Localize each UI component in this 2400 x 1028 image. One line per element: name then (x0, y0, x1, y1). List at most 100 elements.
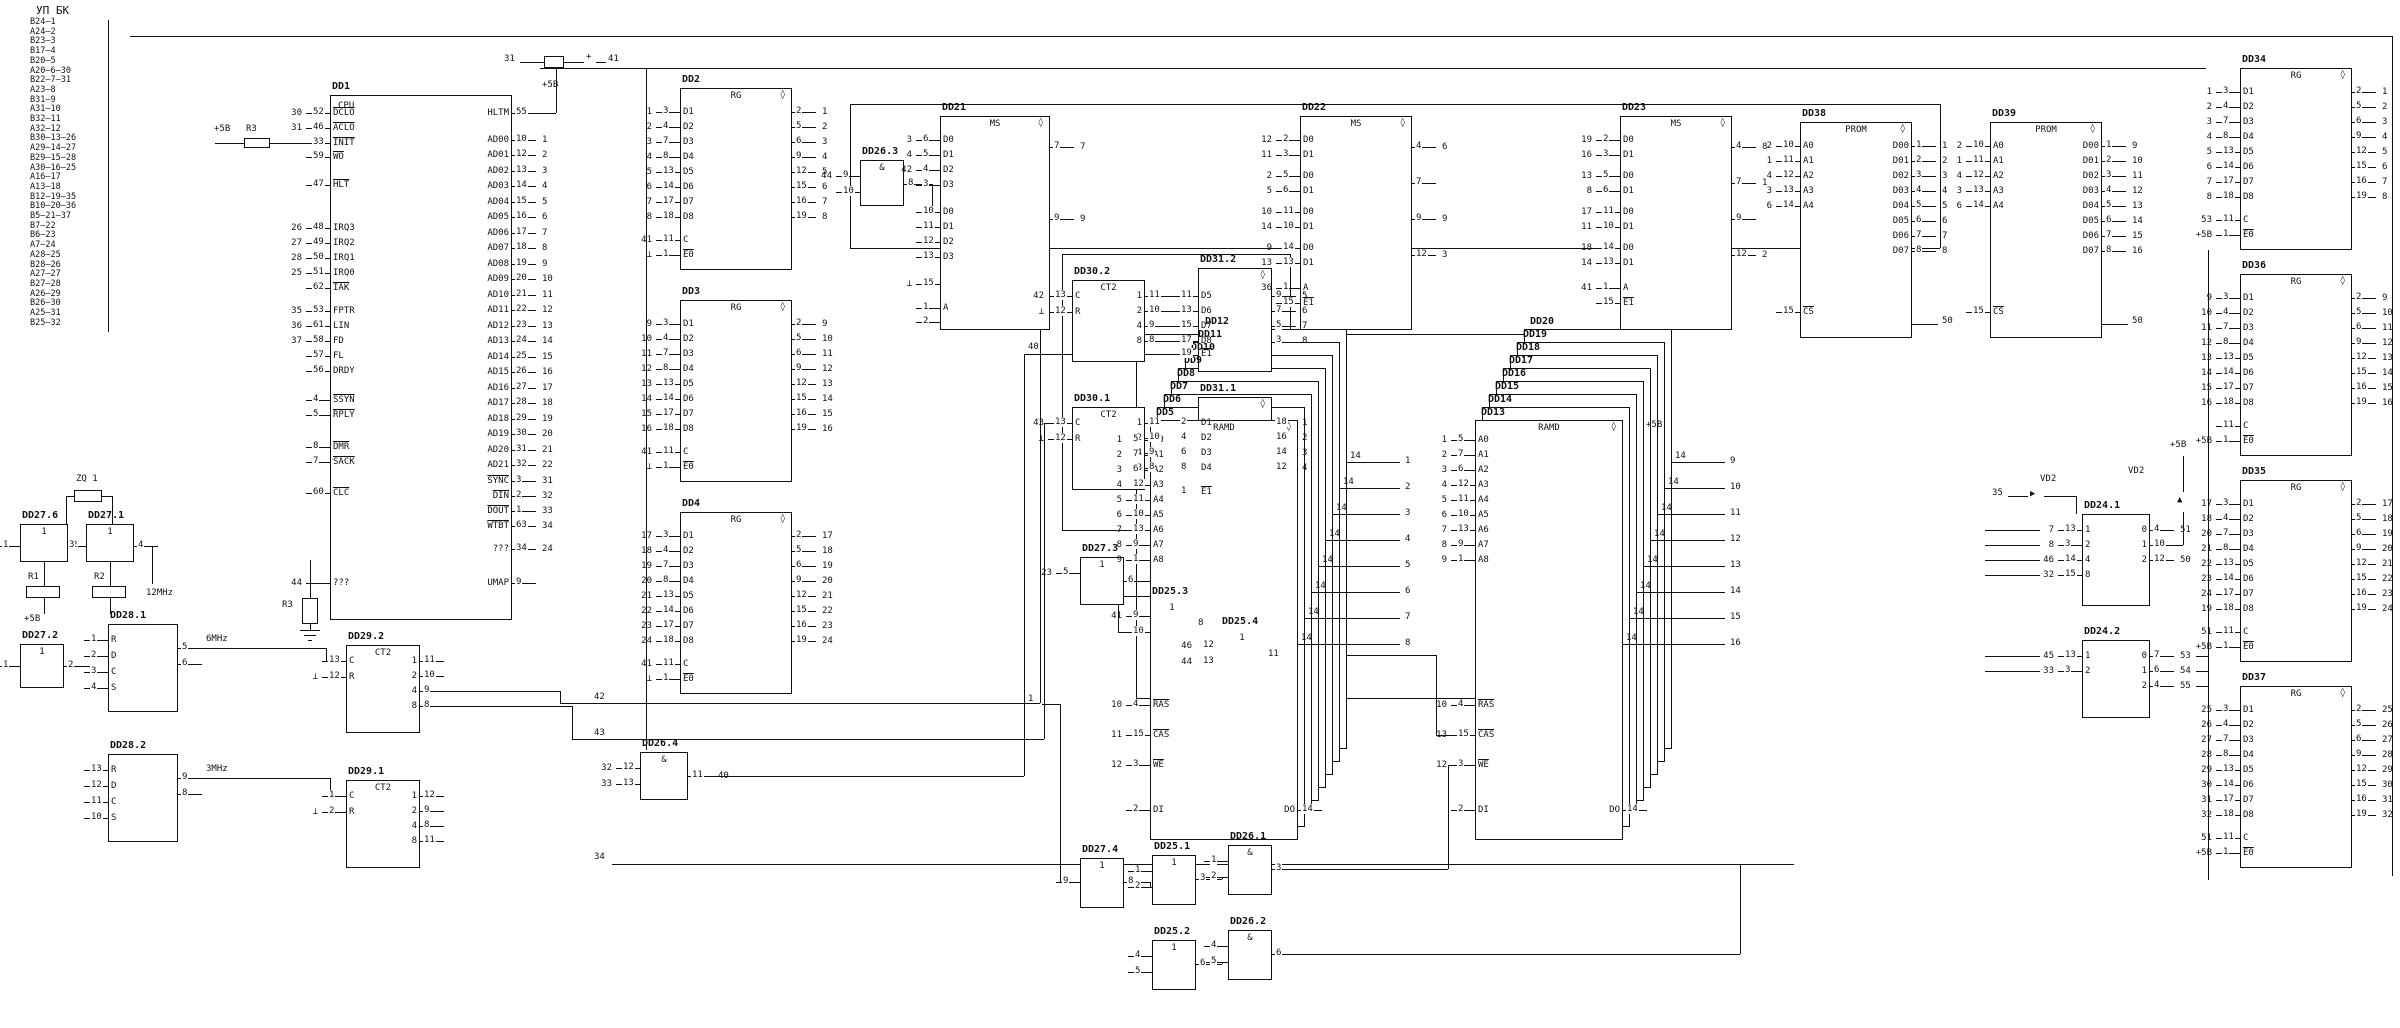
pin-number: 12 (1054, 306, 1067, 316)
pin-number: 4 (312, 394, 320, 404)
pin-number: 19 (795, 635, 808, 645)
pin-number: 7 (1457, 449, 1465, 459)
wire (792, 127, 816, 129)
net-number: 11 (2201, 323, 2212, 333)
pin-name: DIN (492, 491, 509, 501)
wire (1985, 545, 2040, 547)
wire (110, 598, 112, 614)
wire (178, 794, 202, 796)
wire (1042, 704, 1060, 706)
ic-label: DD36 (2242, 260, 2267, 271)
pin-number: 10 (1148, 432, 1161, 442)
pin-number: 7 (1275, 305, 1283, 315)
connector-row: A24—2 (30, 26, 56, 37)
pin-name: D1 (1303, 150, 1314, 160)
net-number: 51 (2180, 525, 2191, 535)
pin-number: 11 (1972, 155, 1985, 165)
pin-name: D6 (683, 606, 694, 616)
pin-name: IRQ0 (333, 268, 355, 278)
wire (1623, 644, 1725, 646)
wire (2352, 519, 2376, 521)
pin-name: 1 (2085, 525, 2091, 535)
wire (102, 496, 112, 498)
pin-name: D3 (2243, 735, 2254, 745)
ic-DD23 (1620, 116, 1732, 330)
pin-number: 12 (795, 378, 808, 388)
pin-number: 7 (1415, 177, 1423, 187)
net-number: 17 (2382, 499, 2393, 509)
pin-number: 18 (515, 242, 528, 252)
pin-number: 13 (1202, 656, 1215, 666)
ic-DD26.4 (640, 752, 688, 800)
pin-number: 1 (1602, 282, 1610, 292)
net-number: 7 (1441, 525, 1447, 535)
connector-row: B20—5 (30, 55, 56, 66)
net-number: 8 (1116, 540, 1122, 550)
wire (792, 142, 816, 144)
net-number: 12 (1730, 534, 1741, 544)
pin-name: FL (333, 351, 344, 361)
ic-label: DD11 (1198, 329, 1223, 340)
pin-name: D5 (2243, 147, 2254, 157)
pin-number: 24 (515, 335, 528, 345)
pin-name: D7 (2243, 177, 2254, 187)
pin-name: D3 (683, 561, 694, 571)
pin-number: 17 (662, 196, 675, 206)
pin-number: 26 (515, 366, 528, 376)
pin-name: C (2243, 627, 2249, 637)
pin-name: D8 (683, 424, 694, 434)
net-number: 34 (542, 521, 553, 531)
pin-number: 4 (137, 540, 145, 550)
net-number: 21 (542, 445, 553, 455)
pin-number: 12 (1457, 479, 1470, 489)
pin-number: 57 (312, 350, 325, 360)
pin-number: 10 (1132, 509, 1145, 519)
pin-number: 47 (312, 179, 325, 189)
net-number: 1 (646, 107, 652, 117)
ic-DD25.1 (1152, 855, 1196, 905)
net-number: 33 (2043, 666, 2054, 676)
pin-number: 7 (662, 348, 670, 358)
ic-type-label: PROM (1845, 125, 1867, 135)
pin-name: 2 (411, 671, 417, 681)
pin-name: D1 (1623, 222, 1634, 232)
pin-number: 15 (1282, 297, 1295, 307)
net-number: 23 (2382, 589, 2393, 599)
wire (2102, 191, 2126, 193)
net-number: 6 (1942, 216, 1948, 226)
net-number: 31 (2382, 795, 2393, 805)
net-number: 7 (822, 197, 828, 207)
pin-number: 2 (1915, 155, 1923, 165)
ic-type-label: CT2 (1100, 283, 1117, 293)
net-number: 21 (822, 591, 833, 601)
wire (1912, 221, 1936, 223)
ic-DD29.1 (346, 780, 420, 868)
ic-DD21 (940, 116, 1050, 330)
resistor (26, 586, 60, 598)
diamond-icon: ◊ (2340, 688, 2346, 698)
pin-name: D7 (2243, 589, 2254, 599)
pin-name: D8 (1201, 336, 1212, 346)
pin-number: 13 (1054, 290, 1067, 300)
pin-number: 4 (2153, 524, 2161, 534)
wire (202, 778, 330, 780)
net-number: 19 (2201, 604, 2212, 614)
wire (1732, 147, 1756, 149)
net-number: 10 (1436, 700, 1447, 710)
wire (420, 706, 444, 708)
pin-number: 6 (1602, 185, 1610, 195)
pin-number: 3 (662, 318, 670, 328)
net-number: 22 (641, 606, 652, 616)
net-number: 9 (1116, 555, 1122, 565)
ic-type-label: CT2 (1100, 410, 1117, 420)
net-number: 41 (1581, 283, 1592, 293)
wire (2196, 656, 2208, 658)
pin-number: 3 (662, 530, 670, 540)
pin-name: E0 (683, 462, 694, 472)
pin-name: A5 (1153, 510, 1164, 520)
pin-number: 15 (922, 278, 935, 288)
pin-name: AD08 (487, 259, 509, 269)
pin-name: A8 (1478, 555, 1489, 565)
page-title: УП БК (36, 4, 70, 17)
pin-name: D (111, 651, 117, 661)
